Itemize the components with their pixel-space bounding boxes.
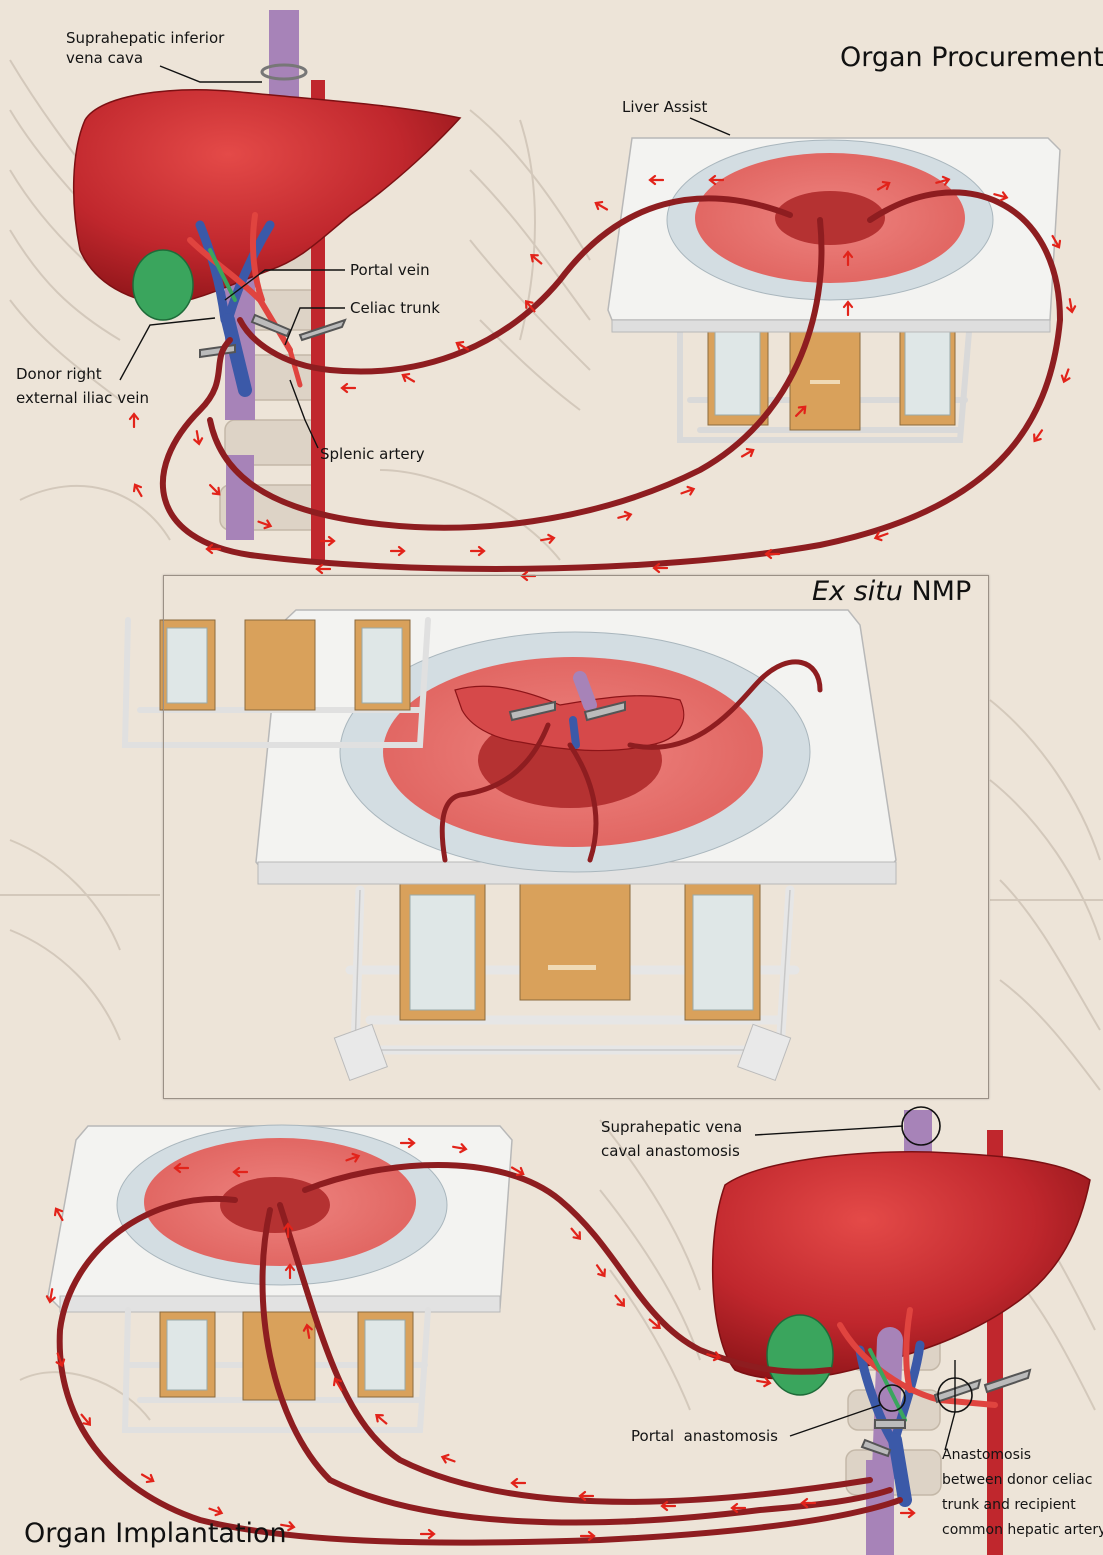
label-line: Suprahepatic inferior — [66, 28, 224, 48]
label-portal-anastomosis: Portal anastomosis — [631, 1426, 778, 1446]
label-line: vena cava — [66, 48, 224, 68]
nmp-title-rest: NMP — [903, 576, 971, 607]
label-celiac-anastomosis: Anastomosis between donor celiac trunk a… — [942, 1443, 1103, 1543]
label-sh-vc-anastomosis: Suprahepatic vena caval anastomosis — [601, 1115, 742, 1163]
label-liver-assist: Liver Assist — [622, 97, 707, 117]
implantation-title: Organ Implantation — [24, 1518, 287, 1549]
label-portal-vein: Portal vein — [350, 260, 430, 280]
nmp-panel-frame — [163, 575, 989, 1099]
label-line: between donor celiac — [942, 1468, 1103, 1493]
label-line: Anastomosis — [942, 1443, 1103, 1468]
liver-assist-device-top — [608, 138, 1060, 440]
label-donor-iliac: Donor right external iliac vein — [16, 362, 149, 410]
gallbladder-top — [133, 250, 193, 320]
procurement-title: Organ Procurement — [840, 42, 1103, 73]
label-line: external iliac vein — [16, 386, 149, 410]
label-line: caval anastomosis — [601, 1139, 742, 1163]
label-line: Donor right — [16, 362, 149, 386]
nmp-title: Ex situ NMP — [812, 576, 971, 607]
label-line: Suprahepatic vena — [601, 1115, 742, 1139]
label-line: trunk and recipient — [942, 1493, 1103, 1518]
nmp-title-italic: Ex situ — [812, 576, 903, 607]
label-line: common hepatic artery — [942, 1518, 1103, 1543]
label-splenic-artery: Splenic artery — [320, 444, 425, 464]
label-celiac-trunk: Celiac trunk — [350, 298, 440, 318]
label-suprahepatic-ivc: Suprahepatic inferior vena cava — [66, 28, 224, 68]
procurement-scene — [74, 10, 460, 560]
